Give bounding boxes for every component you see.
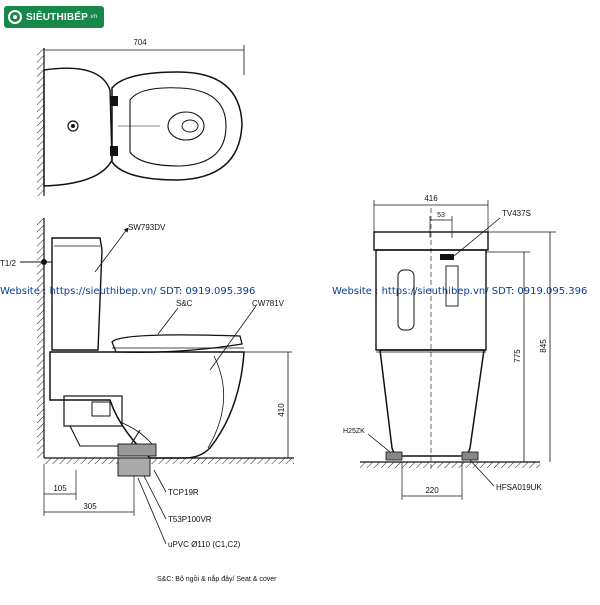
wall-hatch-side — [37, 218, 44, 458]
dim-775-label: 775 — [513, 349, 522, 363]
fill-valve — [445, 265, 459, 307]
supply-label: T1/2 — [0, 259, 17, 268]
part-hfsa019uk-label: HFSA019UK — [496, 483, 542, 492]
valve-head — [440, 254, 454, 260]
side-view: T1/2 SW793DV S&C CW781V 410 105 305 TCP1… — [0, 218, 294, 549]
logo-icon — [8, 10, 22, 24]
logo-brand: SIÊUTHIBẾP — [26, 11, 89, 23]
dim-53-label: 53 — [437, 212, 445, 219]
foot-left — [385, 451, 403, 461]
part-upvc-label: uPVC Ø110 (C1,C2) — [168, 540, 241, 549]
dim-704-label: 704 — [133, 38, 147, 47]
dim-416-label: 416 — [424, 194, 438, 203]
part-tcp19r-label: TCP19R — [168, 488, 199, 497]
watermark-right: Website : https://sieuthibep.vn/ SDT: 09… — [332, 286, 588, 297]
bowl-side-outline — [49, 351, 245, 459]
dim-845-label: 845 — [539, 339, 548, 353]
bowl-model-label: CW781V — [252, 299, 285, 308]
brand-logo[interactable]: SIÊUTHIBẾP .vn — [4, 6, 104, 28]
seat-cover-label: S&C — [176, 299, 193, 308]
caption: S&C: Bộ ngồi & nắp đậy/ Seat & cover — [157, 574, 277, 583]
foot-right — [461, 451, 479, 461]
drain-top — [167, 111, 205, 141]
floor-hatch-front — [360, 462, 540, 468]
valve-model-label: TV437S — [502, 209, 531, 218]
tank-model-label: SW793DV — [128, 223, 166, 232]
dim-220-label: 220 — [425, 486, 439, 495]
part-h25zk-label: H25ZK — [343, 428, 365, 435]
floor-flange — [117, 443, 157, 457]
drain-pipe — [117, 457, 151, 477]
logo-suffix: .vn — [89, 14, 98, 20]
flush-button-icon — [67, 120, 79, 132]
bowl-front-outline — [379, 349, 485, 457]
part-t53p100vr-label: T53P100VR — [168, 515, 212, 524]
floor-hatch-side — [44, 458, 294, 464]
dim-305-label: 305 — [83, 502, 97, 511]
dim-105-label: 105 — [53, 484, 67, 493]
tank-body-front — [375, 249, 487, 351]
bowl-top-outline — [111, 71, 243, 181]
top-view: 704 — [37, 38, 245, 196]
flush-valve — [397, 269, 415, 331]
trap-mechanism — [63, 395, 123, 427]
front-view: 416 53 TV437S 775 845 220 — [343, 194, 556, 500]
tank-side-outline — [51, 237, 103, 351]
wall-hatch-top — [37, 48, 44, 196]
watermark-left: Website : https://sieuthibep.vn/ SDT: 09… — [0, 286, 256, 297]
dim-410-label: 410 — [277, 403, 286, 417]
seat-cover-side — [111, 334, 243, 353]
